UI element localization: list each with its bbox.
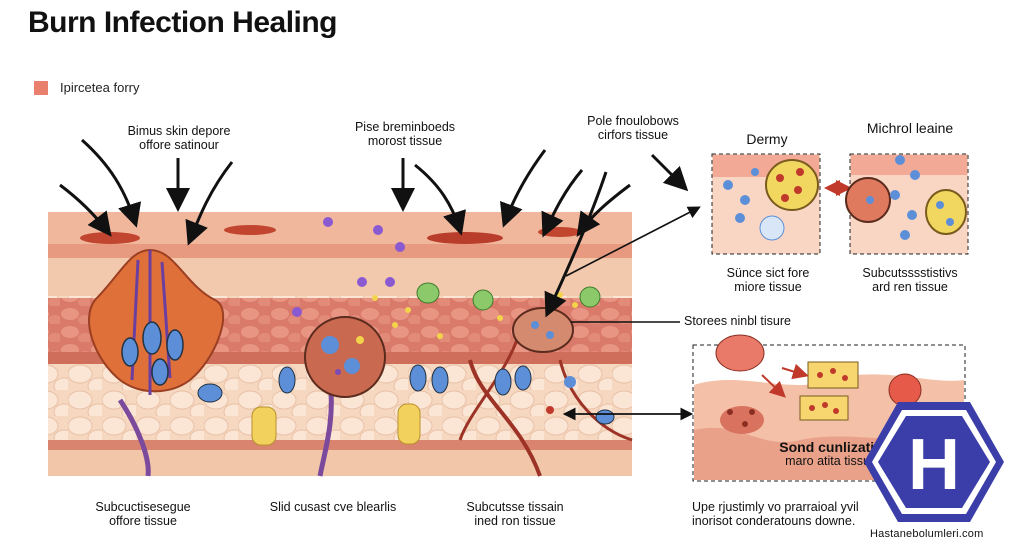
incoming-arrows [59,138,689,318]
hospital-logo: H [864,402,1004,522]
label-michrol: Michrol leaine [866,120,954,136]
logo-letter: H [908,425,960,505]
label-bottom-2: Slid cusast cve blearlis [269,500,397,514]
page-title: Burn Infection Healing [28,6,338,39]
label-stores: Storees ninbl tisure [684,314,792,328]
legend: Ipircetea forry [34,80,139,95]
skin-cross-section [48,212,633,477]
dermy-panel [711,153,821,255]
label-dermy: Dermy [746,131,788,147]
legend-swatch [34,80,48,95]
legend-label: Ipircetea forry [60,80,140,95]
michrol-panel [845,153,969,255]
connector-lines [562,206,701,421]
footer-url: Hastanebolumleri.com [870,528,984,540]
